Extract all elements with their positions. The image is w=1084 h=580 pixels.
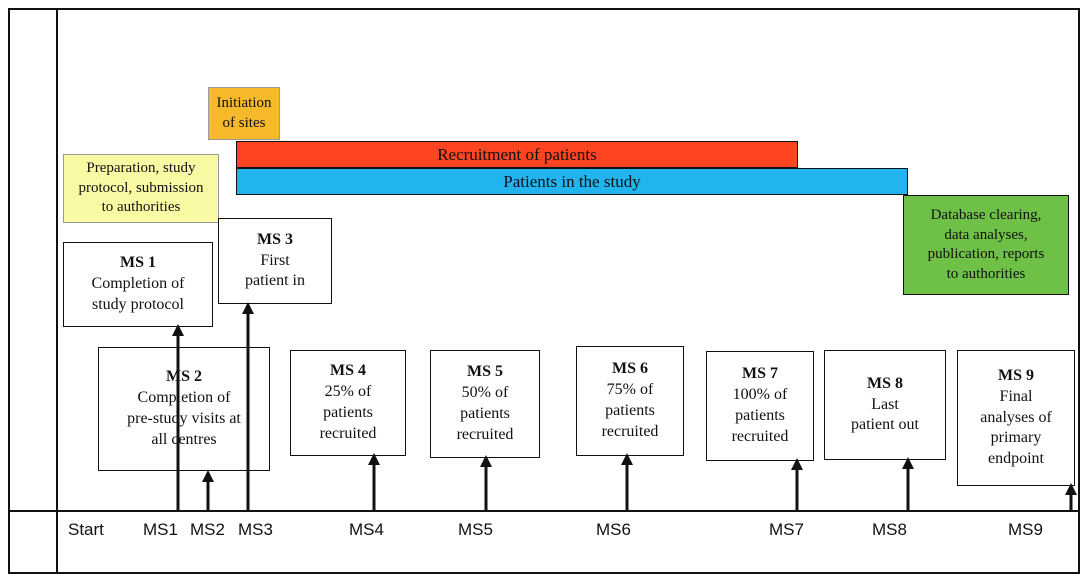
milestone-ms5-desc: 50% of patients recruited xyxy=(456,384,514,443)
milestone-ms1-box: MS 1 Completion of study protocol xyxy=(63,242,213,327)
milestone-ms1-desc: Completion of study protocol xyxy=(91,275,185,313)
milestone-ms7-title: MS 7 xyxy=(742,365,778,383)
axis-label-ms1: MS1 xyxy=(143,520,178,539)
milestone-ms7-desc: 100% of patients recruited xyxy=(731,386,789,445)
milestone-ms2-title: MS 2 xyxy=(166,368,202,386)
axis-label-ms4: MS4 xyxy=(349,520,384,539)
milestone-ms3-box: MS 3 First patient in xyxy=(218,218,332,304)
milestone-ms4-title: MS 4 xyxy=(330,362,366,380)
milestone-ms8-desc: Last patient out xyxy=(851,395,919,434)
database-clearing-box: Database clearing, data analyses, public… xyxy=(903,195,1069,295)
axis-label-start: Start xyxy=(68,520,104,539)
initiation-of-sites-box: Initiation of sites xyxy=(208,87,280,140)
axis-label-ms5: MS5 xyxy=(458,520,493,539)
left-column-divider xyxy=(56,8,58,574)
milestone-ms6-desc: 75% of patients recruited xyxy=(601,381,659,440)
milestone-ms5-box: MS 5 50% of patients recruited xyxy=(430,350,540,458)
axis-label-ms6: MS6 xyxy=(596,520,631,539)
milestone-ms1-title: MS 1 xyxy=(120,254,156,272)
milestone-ms6-title: MS 6 xyxy=(612,360,648,378)
milestone-ms4-box: MS 4 25% of patients recruited xyxy=(290,350,406,456)
milestone-ms3-title: MS 3 xyxy=(257,230,293,248)
axis-label-ms3: MS3 xyxy=(238,520,273,539)
patients-in-study-bar: Patients in the study xyxy=(236,168,908,195)
axis-label-ms2: MS2 xyxy=(190,520,225,539)
milestone-ms9-desc: Final analyses of primary endpoint xyxy=(980,387,1052,468)
timeline-axis xyxy=(8,510,1080,512)
diagram-frame xyxy=(8,8,1080,574)
milestone-ms9-title: MS 9 xyxy=(998,367,1034,384)
milestone-ms3-desc: First patient in xyxy=(245,251,305,290)
milestone-ms7-box: MS 7 100% of patients recruited xyxy=(706,351,814,461)
milestone-ms6-box: MS 6 75% of patients recruited xyxy=(576,346,684,456)
milestone-ms2-box: MS 2 Completion of pre-study visits at a… xyxy=(98,347,270,471)
preparation-box: Preparation, study protocol, submission … xyxy=(63,154,219,223)
milestone-ms2-desc: Completion of pre-study visits at all ce… xyxy=(127,389,241,448)
axis-label-ms7: MS7 xyxy=(769,520,804,539)
milestone-ms8-box: MS 8 Last patient out xyxy=(824,350,946,460)
axis-label-ms9: MS9 xyxy=(1008,520,1043,539)
recruitment-of-patients-bar: Recruitment of patients xyxy=(236,141,798,168)
axis-label-ms8: MS8 xyxy=(872,520,907,539)
milestone-ms8-title: MS 8 xyxy=(867,374,903,392)
milestone-ms5-title: MS 5 xyxy=(467,363,503,381)
milestone-ms9-box: MS 9 Final analyses of primary endpoint xyxy=(957,350,1075,486)
milestone-ms4-desc: 25% of patients recruited xyxy=(319,383,377,442)
